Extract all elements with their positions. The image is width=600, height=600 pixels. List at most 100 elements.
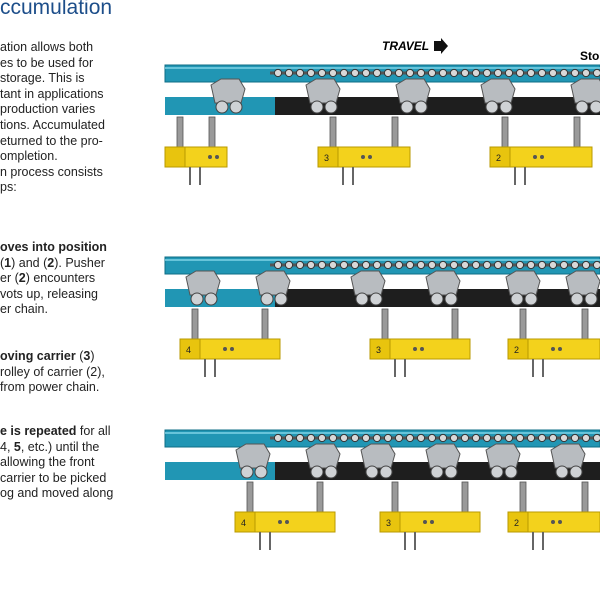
carrier-bolt [558,347,562,351]
chain-link [449,68,459,78]
step-1-line: (1) and (2). Pusher [0,255,105,270]
intro-line: tant in applications [0,86,104,101]
chain-link [515,433,525,443]
chain-link [449,260,459,270]
carrier-end [489,146,511,168]
chain-link [592,433,600,443]
carrier-bolt [413,347,417,351]
chain-link [427,260,437,270]
chain-link [570,68,580,78]
carrier-bolt [533,155,537,159]
chain-link [405,433,415,443]
chain-link [350,260,360,270]
trolley-wheel [400,100,414,114]
step-2-paragraph: oving carrier (3) rolley of carrier (2),… [0,349,160,396]
trolley-wheel [274,292,288,306]
trolley-bracket [505,270,541,296]
trolley-wheel [485,100,499,114]
chain-link [570,260,580,270]
carrier-bolt [558,520,562,524]
intro-line: ompletion. [0,149,58,164]
trolley-wheel [355,292,369,306]
carrier-bolt [540,155,544,159]
carrier-bolt [223,347,227,351]
chain-link [537,433,547,443]
page-title: ccumulation [0,0,113,19]
trolley-wheel [584,292,598,306]
trolley-bracket [235,443,271,469]
carrier-end [317,146,339,168]
trolley-wheel [499,100,513,114]
carrier-hanger [391,481,399,513]
carrier-hanger [176,116,184,148]
trolley-bracket [305,78,341,104]
carrier-hanger [461,481,469,513]
chain-link [372,260,382,270]
carrier-hanger [208,116,216,148]
chain-link [306,260,316,270]
trolley-wheel [215,100,229,114]
chain-link [328,260,338,270]
chain-link [493,260,503,270]
chain-link [438,260,448,270]
chain-link [537,68,547,78]
step-3-line: allowing the front [0,455,95,470]
carrier-bolt [361,155,365,159]
chain-link [339,68,349,78]
chain-link [284,433,294,443]
trolley-wheel [555,465,569,479]
chain-link [592,260,600,270]
chain-link [515,68,525,78]
carrier-number: 2 [514,518,519,528]
chain-link [306,68,316,78]
trolley-wheel [504,465,518,479]
trolley-wheel [414,100,428,114]
chain-link [526,433,536,443]
step-1-paragraph: oves into position (1) and (2). Pusher e… [0,240,160,318]
stop-label: Sto [580,49,599,63]
chain-link [416,68,426,78]
step-2-heading: oving carrier (3) [0,349,95,363]
chain-link [317,260,327,270]
chain-link [273,260,283,270]
chain-link [504,68,514,78]
chain-link [284,68,294,78]
step-2-line: rolley of carrier (2), [0,364,105,379]
chain-link [548,260,558,270]
chain-link [471,433,481,443]
trolley-wheel [190,292,204,306]
carrier-bolt [368,155,372,159]
chain-link [460,433,470,443]
trolley-bracket [485,443,521,469]
carrier-number: 4 [241,518,246,528]
carrier-end [507,511,529,533]
carrier-bolt [285,520,289,524]
chain-link [537,260,547,270]
carrier-hanger [381,308,389,340]
chain-link [383,433,393,443]
carrier-hanger [191,308,199,340]
chain-link [471,260,481,270]
chain-link [515,260,525,270]
trolley-wheel [430,465,444,479]
carrier-end [369,338,391,360]
chain-link [460,260,470,270]
chain-link [482,433,492,443]
step-1-line: er (2) encounters [0,271,96,286]
chain-link [559,68,569,78]
chain-link [438,433,448,443]
carrier-bolt [420,347,424,351]
carrier-number: 2 [514,345,519,355]
intro-line: production varies [0,102,96,117]
trolley-wheel [379,465,393,479]
chain-link [328,68,338,78]
chain-link [273,68,283,78]
trolley-bracket [425,270,461,296]
carrier-bolt [423,520,427,524]
trolley-wheel [575,100,589,114]
chain-link [482,68,492,78]
carrier-hanger [316,481,324,513]
trolley-wheel [324,100,338,114]
intro-line: ation allows both [0,40,94,54]
trolley-wheel [365,465,379,479]
